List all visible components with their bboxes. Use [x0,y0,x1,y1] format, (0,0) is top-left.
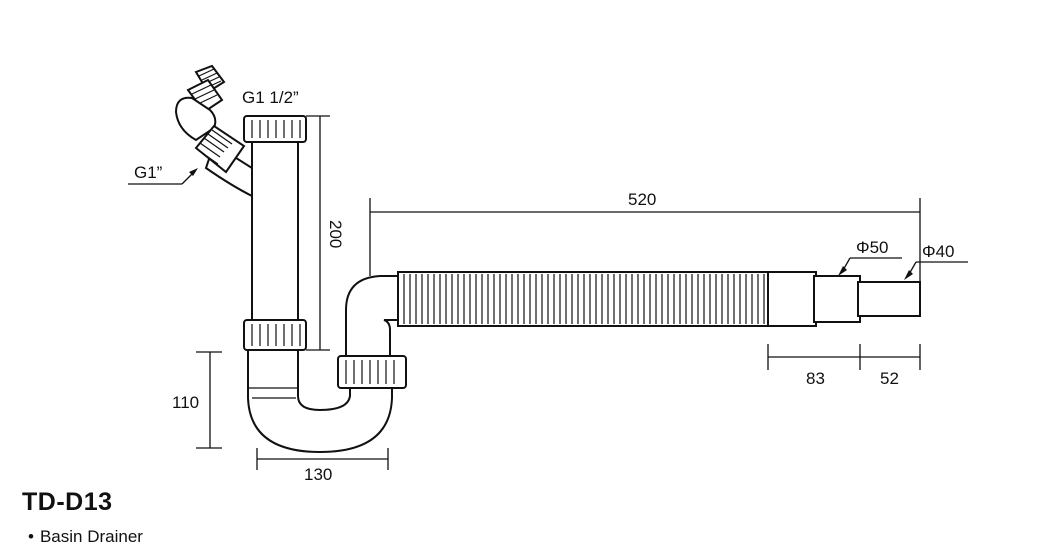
callout-g1 [128,168,198,185]
dim-label-110: 110 [172,393,199,412]
callout-phi50 [838,257,902,276]
dimension-520 [369,198,921,282]
thread-label-g1: G1” [134,163,163,182]
dim-label-phi40: Φ40 [922,242,954,261]
dim-label-phi50: Φ50 [856,238,888,257]
dimension-110 [196,351,222,449]
corrugated-hose [397,271,771,327]
thread-label-g1-1-2: G1 1/2” [242,88,299,107]
dimension-130 [256,448,389,470]
description-text: Basin Drainer [39,527,143,546]
bullet: • [28,527,34,546]
side-inlet-elbow [174,64,253,198]
dim-label-200: 200 [326,220,345,248]
model-number: TD-D13 [22,488,113,516]
outlet-sleeves [767,271,921,327]
dimension-200 [306,115,330,351]
product-description: • Basin Drainer [28,527,143,547]
dim-label-130: 130 [304,465,332,484]
u-trap [247,275,407,454]
dimension-83-52 [767,344,921,370]
dim-label-52: 52 [880,369,899,388]
dim-label-83: 83 [806,369,825,388]
vertical-tube [243,115,307,351]
dim-label-520: 520 [628,190,656,209]
callout-phi40 [904,261,968,280]
